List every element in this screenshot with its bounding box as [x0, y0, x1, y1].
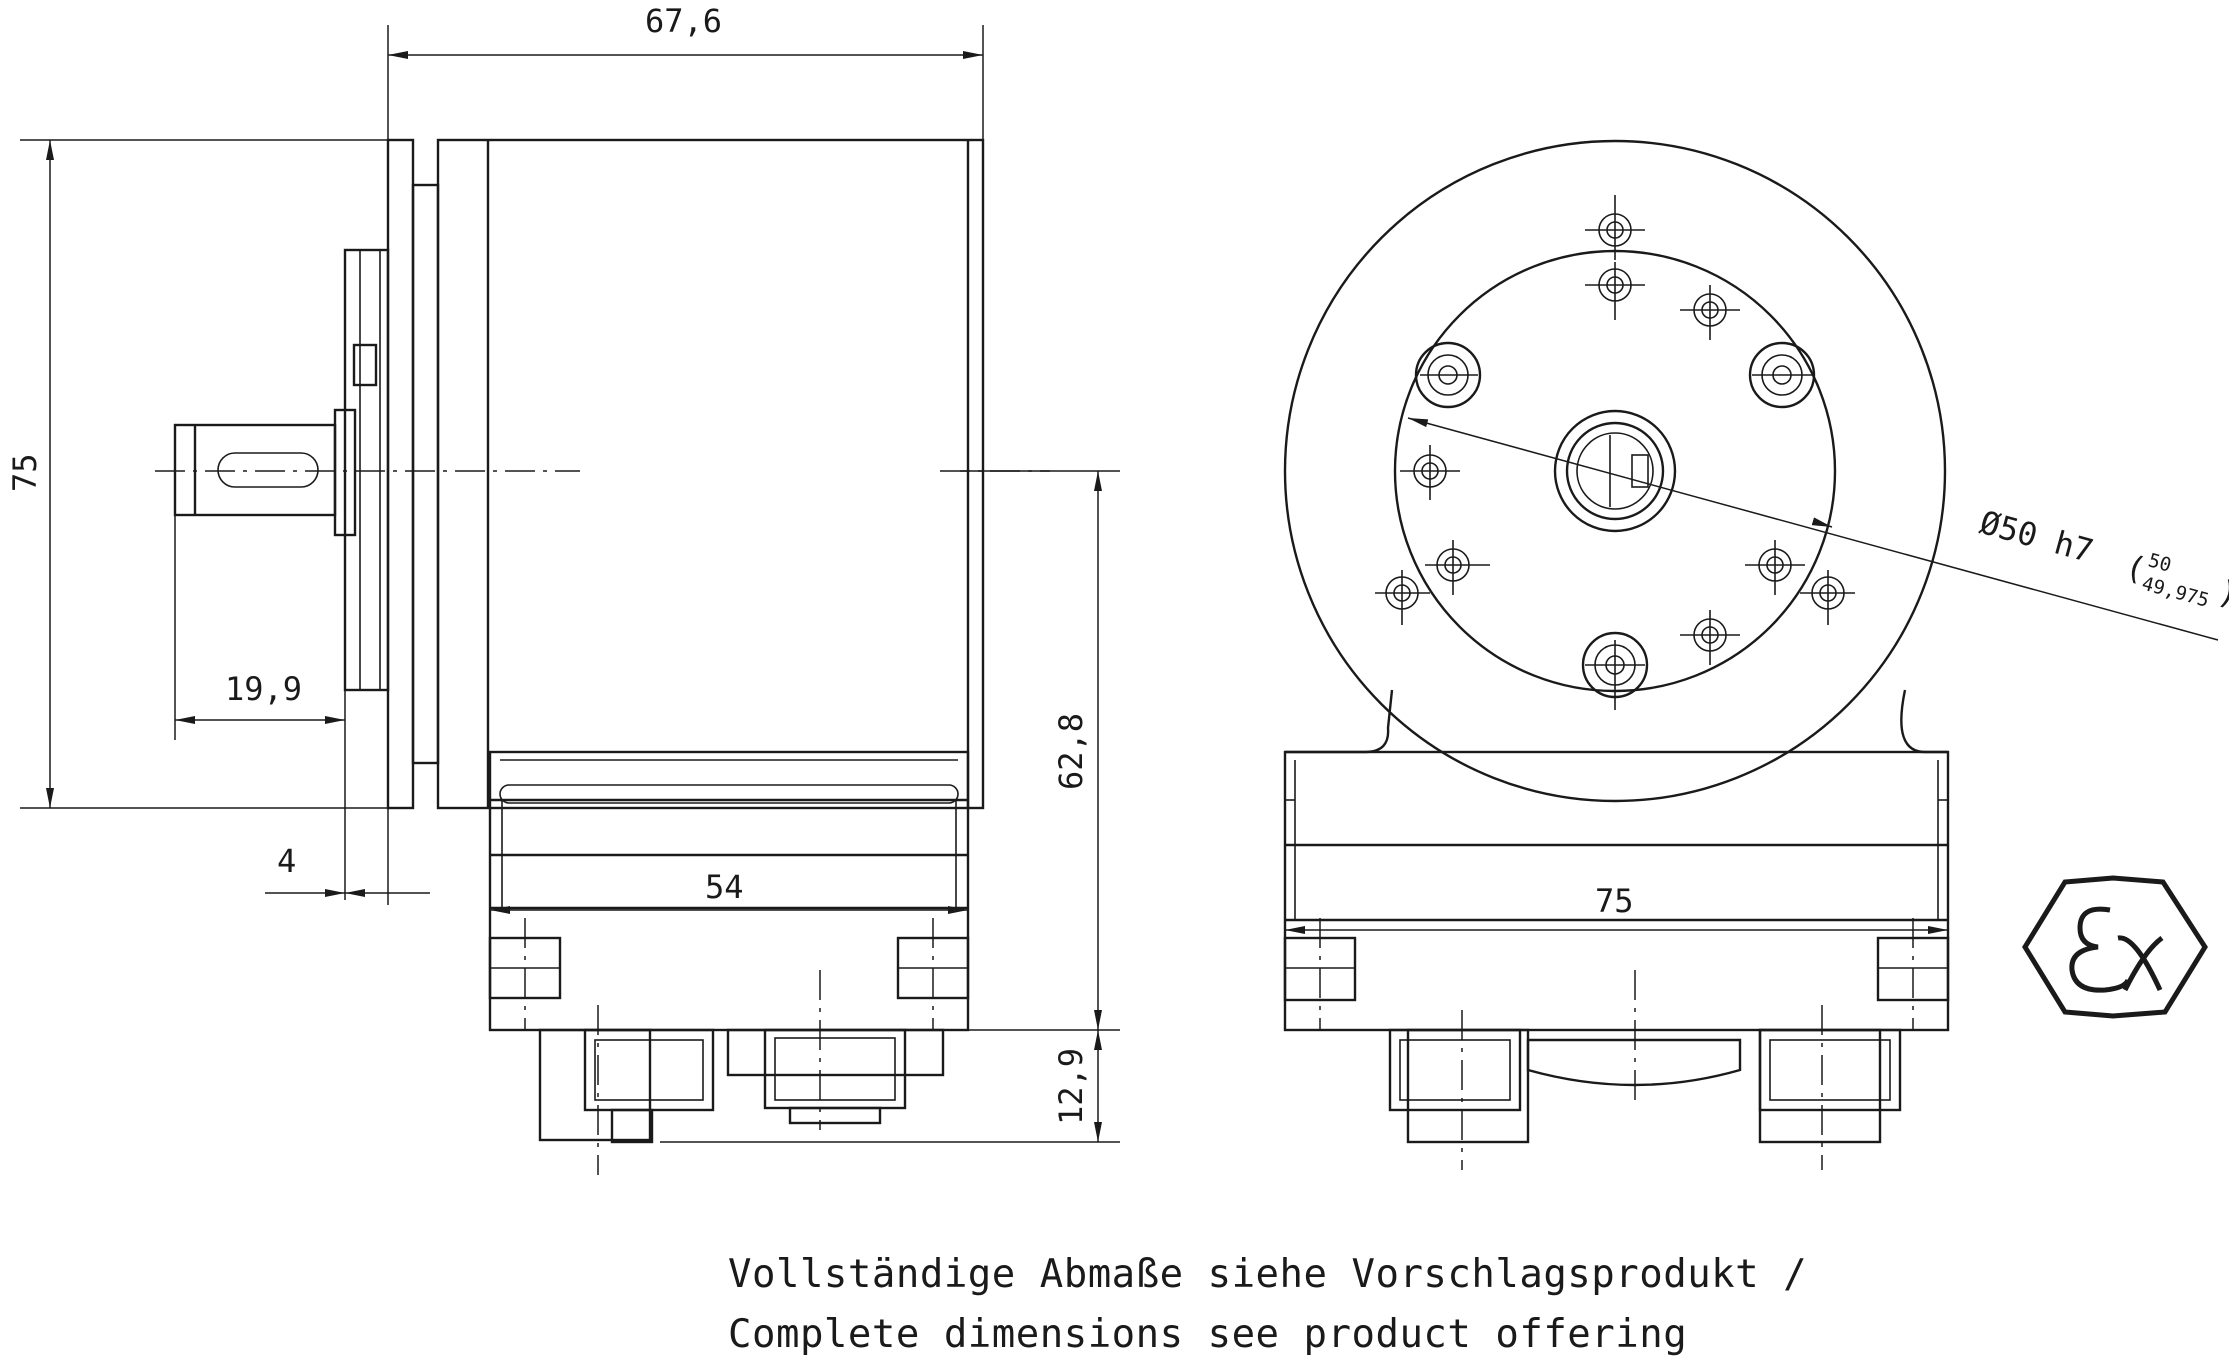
dim-overall-length: 67,6	[645, 2, 722, 40]
note-line-en: Complete dimensions see product offering	[728, 1312, 1688, 1357]
front-view	[1283, 139, 1950, 1170]
dim-flange-height: 75	[6, 453, 44, 492]
dim-base-width-side: 54	[705, 868, 744, 906]
mounting-holes	[1375, 195, 1855, 710]
dim-flange-thickness: 4	[277, 842, 296, 880]
dim-connector-height: 12,9	[1052, 1048, 1090, 1125]
dim-spigot-diameter: Ø50 h7	[1976, 503, 2098, 570]
dim-shaft-length: 19,9	[225, 670, 302, 708]
side-view	[155, 138, 1050, 1175]
dim-tolerance-lower: 49,975	[2139, 573, 2211, 612]
dimension-lines	[20, 25, 2219, 1143]
note-line-de: Vollständige Abmaße siehe Vorschlagsprod…	[728, 1252, 1808, 1297]
tolerance-bracket-close: )	[2214, 572, 2229, 614]
dim-base-width-front: 75	[1595, 882, 1634, 920]
ex-symbol-icon	[2022, 875, 2208, 1019]
dim-tolerance-upper: 50	[2146, 549, 2174, 576]
dim-center-to-base: 62,8	[1052, 713, 1090, 790]
